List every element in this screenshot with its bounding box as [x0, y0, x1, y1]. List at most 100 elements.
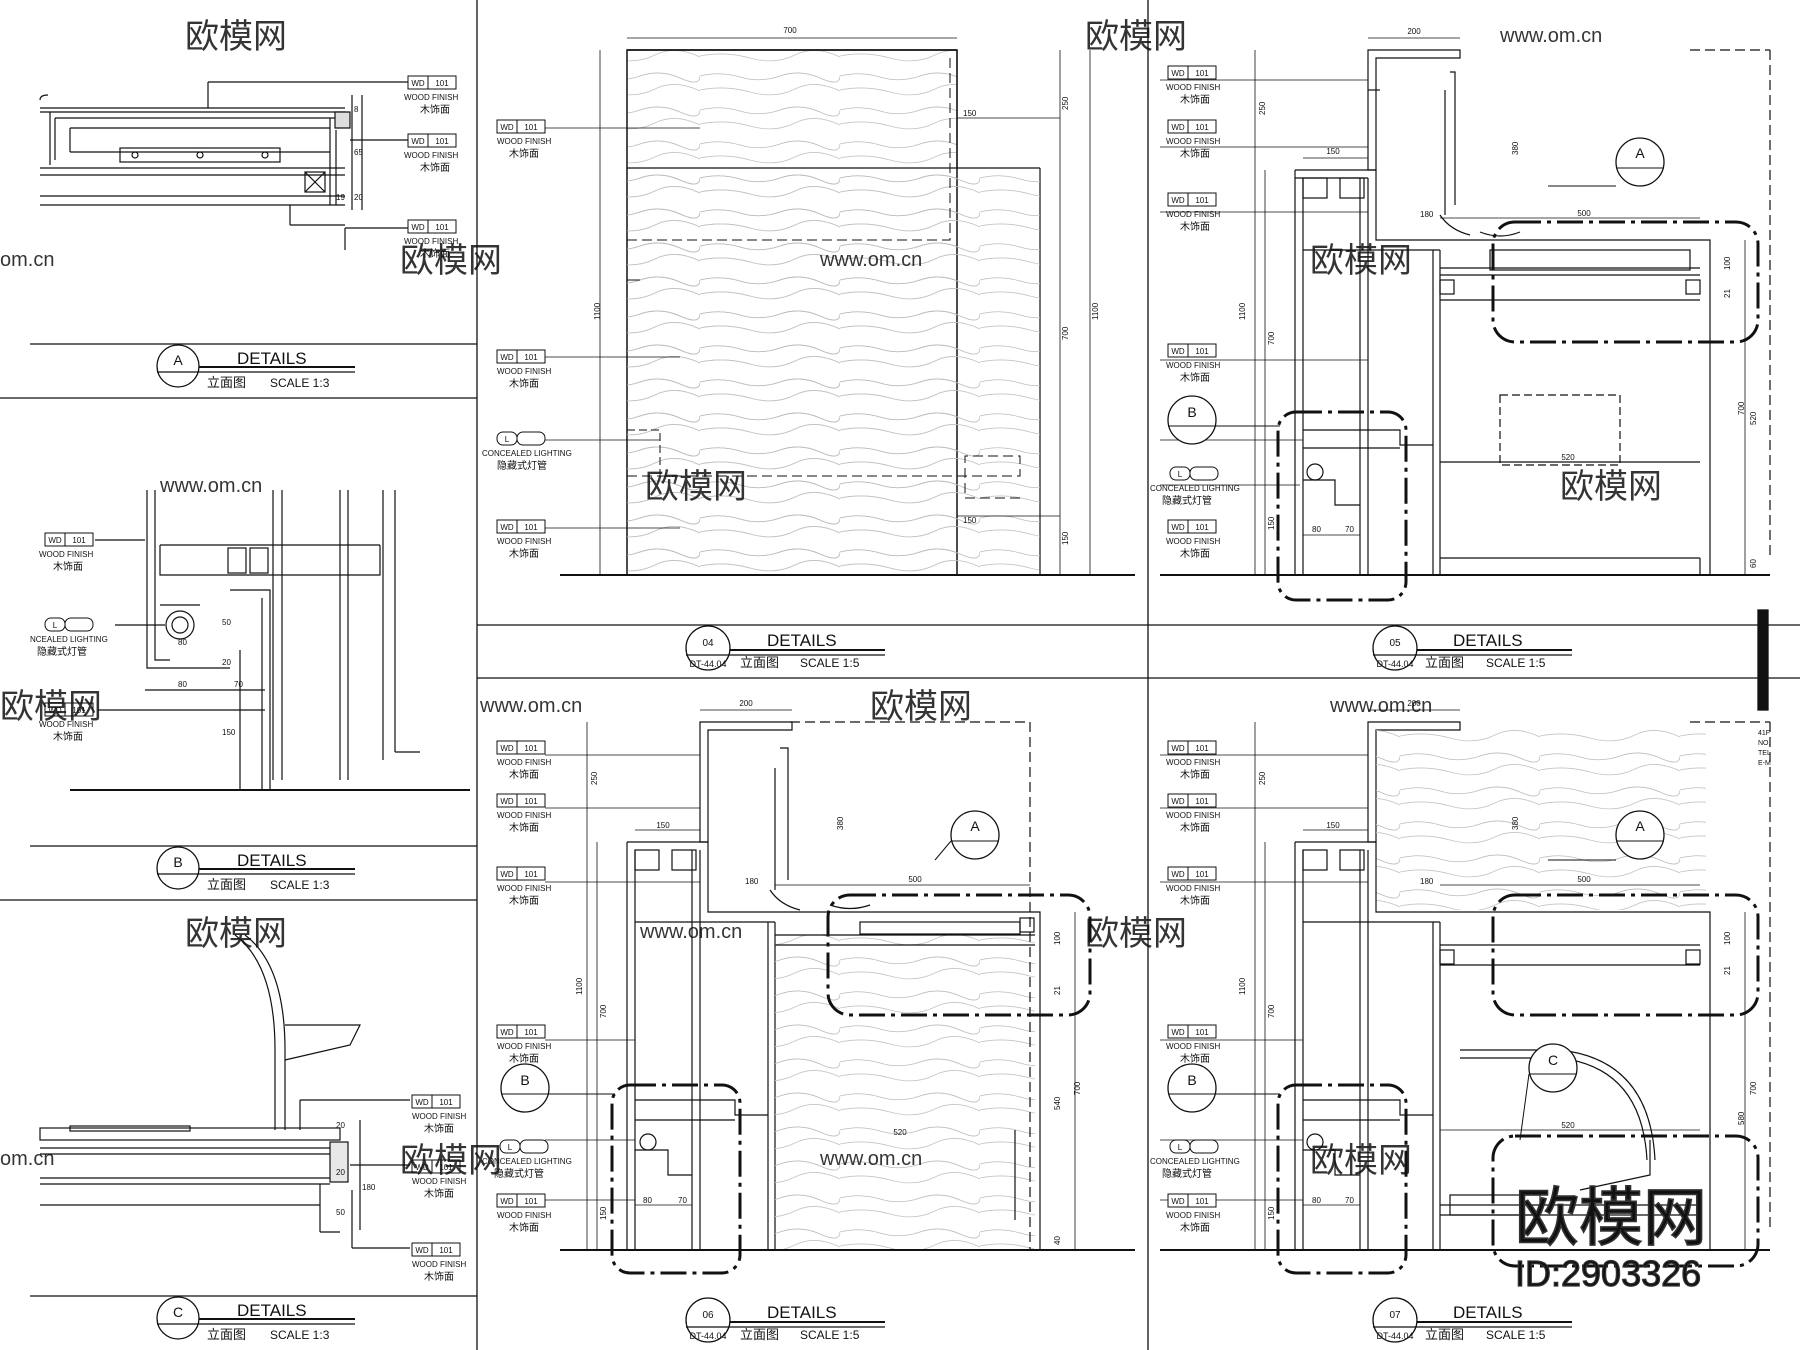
wd-tag-c2: WD 101 WOOD FINISH 木饰面: [411, 1159, 466, 1200]
svg-text:101: 101: [1195, 523, 1209, 532]
wd-tag-05-1: WD 101 WOOD FINISH 木饰面: [1166, 65, 1220, 106]
svg-text:180: 180: [362, 1183, 376, 1192]
svg-text:隐藏式灯管: 隐藏式灯管: [1162, 1167, 1212, 1180]
svg-text:60: 60: [1749, 559, 1758, 568]
svg-text:WD: WD: [1171, 69, 1185, 78]
svg-text:20: 20: [222, 658, 231, 667]
svg-text:180: 180: [1420, 877, 1434, 886]
svg-text:www.om.cn: www.om.cn: [1329, 695, 1432, 717]
svg-text:WOOD FINISH: WOOD FINISH: [1166, 811, 1220, 820]
svg-text:木饰面: 木饰面: [509, 1221, 539, 1234]
svg-text:木饰面: 木饰面: [1180, 147, 1210, 160]
svg-text:木饰面: 木饰面: [420, 103, 450, 116]
svg-text:05: 05: [1389, 638, 1401, 649]
lighting-tag-05: L CONCEALED LIGHTING 隐藏式灯管: [1150, 466, 1240, 507]
wd-tag-a1: WD 101 WOOD FINISH 木饰面: [404, 75, 458, 116]
svg-text:101: 101: [439, 1098, 453, 1107]
svg-text:CONCEALED LIGHTING: CONCEALED LIGHTING: [1150, 1157, 1240, 1166]
elevation-05: [1160, 37, 1771, 602]
svg-text:B: B: [1187, 1072, 1196, 1088]
svg-text:70: 70: [678, 1196, 687, 1205]
svg-text:500: 500: [908, 875, 922, 884]
svg-text:200: 200: [739, 699, 753, 708]
svg-text:540: 540: [1053, 1096, 1062, 1110]
svg-text:NCEALED LIGHTING: NCEALED LIGHTING: [30, 635, 108, 644]
svg-text:WD: WD: [500, 744, 514, 753]
svg-text:B: B: [520, 1072, 529, 1088]
svg-text:50: 50: [222, 618, 231, 627]
svg-text:SCALE 1:3: SCALE 1:3: [270, 376, 330, 390]
svg-text:B: B: [173, 854, 182, 870]
svg-text:150: 150: [599, 1206, 608, 1220]
svg-text:木饰面: 木饰面: [424, 1122, 454, 1135]
svg-text:L: L: [505, 435, 510, 444]
wd-tag-05-3: WD 101 WOOD FINISH 木饰面: [1166, 192, 1220, 233]
svg-text:欧模网: 欧模网: [1560, 467, 1662, 507]
svg-text:立面图: 立面图: [740, 1328, 779, 1343]
svg-text:木饰面: 木饰面: [509, 377, 539, 390]
wd-tag-04-3: WD 101 WOOD FINISH 木饰面: [496, 519, 551, 560]
detail-a-dims: 8 65 20 19: [336, 105, 363, 202]
svg-text:欧模网: 欧模网: [870, 687, 972, 727]
svg-text:SCALE 1:5: SCALE 1:5: [800, 1328, 860, 1342]
callout-b-07: B: [1167, 1063, 1280, 1113]
svg-text:150: 150: [1267, 1206, 1276, 1220]
svg-text:WD: WD: [500, 797, 514, 806]
svg-text:WOOD FINISH: WOOD FINISH: [497, 1042, 551, 1051]
svg-text:木饰面: 木饰面: [424, 1187, 454, 1200]
svg-text:WOOD FINISH: WOOD FINISH: [404, 151, 458, 160]
svg-text:CONCEALED LIGHTING: CONCEALED LIGHTING: [482, 1157, 572, 1166]
svg-text:101: 101: [435, 137, 449, 146]
detail-c-drawing: [39, 934, 410, 1249]
callout-a-05: A: [1548, 137, 1665, 187]
wd-tag-b2: WD 101 WOOD FINISH 木饰面: [39, 702, 94, 743]
svg-text:WD: WD: [1171, 1197, 1185, 1206]
wd-tag-04-1: WD 101 WOOD FINISH 木饰面: [496, 119, 551, 160]
svg-text:立面图: 立面图: [740, 656, 779, 671]
svg-text:WOOD FINISH: WOOD FINISH: [39, 720, 93, 729]
detail-a-drawing: [39, 81, 408, 250]
svg-text:木饰面: 木饰面: [53, 560, 83, 573]
svg-text:WOOD FINISH: WOOD FINISH: [1166, 361, 1220, 370]
svg-text:WD: WD: [1171, 1028, 1185, 1037]
svg-text:WD: WD: [500, 523, 514, 532]
svg-text:DETAILS: DETAILS: [767, 631, 837, 650]
svg-text:700: 700: [783, 26, 797, 35]
svg-text:101: 101: [524, 797, 538, 806]
svg-text:木饰面: 木饰面: [509, 1052, 539, 1065]
svg-text:om.cn: om.cn: [0, 249, 54, 271]
detail-c-dims: 20 20 180 50: [336, 1121, 376, 1217]
svg-text:WOOD FINISH: WOOD FINISH: [497, 884, 551, 893]
svg-text:40: 40: [1053, 1236, 1062, 1245]
wd-tag-06-2: WD 101 WOOD FINISH 木饰面: [496, 793, 551, 834]
svg-text:立面图: 立面图: [207, 376, 246, 391]
lighting-tag-b: L NCEALED LIGHTING 隐藏式灯管: [30, 617, 108, 658]
svg-text:101: 101: [439, 1246, 453, 1255]
svg-text:101: 101: [435, 79, 449, 88]
svg-text:WOOD FINISH: WOOD FINISH: [1166, 1211, 1220, 1220]
svg-text:700: 700: [1749, 1081, 1758, 1095]
title-elevation-05: 05 DT-44.04 DETAILS 立面图 SCALE 1:5: [1372, 625, 1572, 671]
svg-text:DT-44.04: DT-44.04: [1376, 1331, 1413, 1341]
svg-text:www.om.cn: www.om.cn: [819, 1148, 922, 1170]
svg-text:41F: 41F: [1758, 730, 1770, 737]
svg-text:欧模网: 欧模网: [645, 467, 747, 507]
svg-text:21: 21: [1723, 966, 1732, 975]
svg-text:WOOD FINISH: WOOD FINISH: [39, 550, 93, 559]
svg-text:101: 101: [439, 1163, 453, 1172]
svg-text:L: L: [1178, 470, 1183, 479]
svg-text:520: 520: [1561, 1121, 1575, 1130]
svg-text:SCALE 1:3: SCALE 1:3: [270, 878, 330, 892]
wd-tag-06-4: WD 101 WOOD FINISH 木饰面: [496, 1024, 551, 1065]
svg-text:250: 250: [1258, 101, 1267, 115]
svg-text:101: 101: [1195, 196, 1209, 205]
wd-tag-c1: WD 101 WOOD FINISH 木饰面: [411, 1094, 466, 1135]
elevation-06-dims: 200 150 180 500 520 80 70 250 1100 700 1…: [575, 699, 1082, 1245]
svg-text:150: 150: [963, 109, 977, 118]
svg-text:SCALE 1:5: SCALE 1:5: [1486, 656, 1546, 670]
svg-text:立面图: 立面图: [207, 1328, 246, 1343]
wd-tag-05-4: WD 101 WOOD FINISH 木饰面: [1166, 343, 1220, 384]
lighting-tag-06: L CONCEALED LIGHTING 隐藏式灯管: [482, 1139, 572, 1180]
svg-text:WOOD FINISH: WOOD FINISH: [404, 93, 458, 102]
